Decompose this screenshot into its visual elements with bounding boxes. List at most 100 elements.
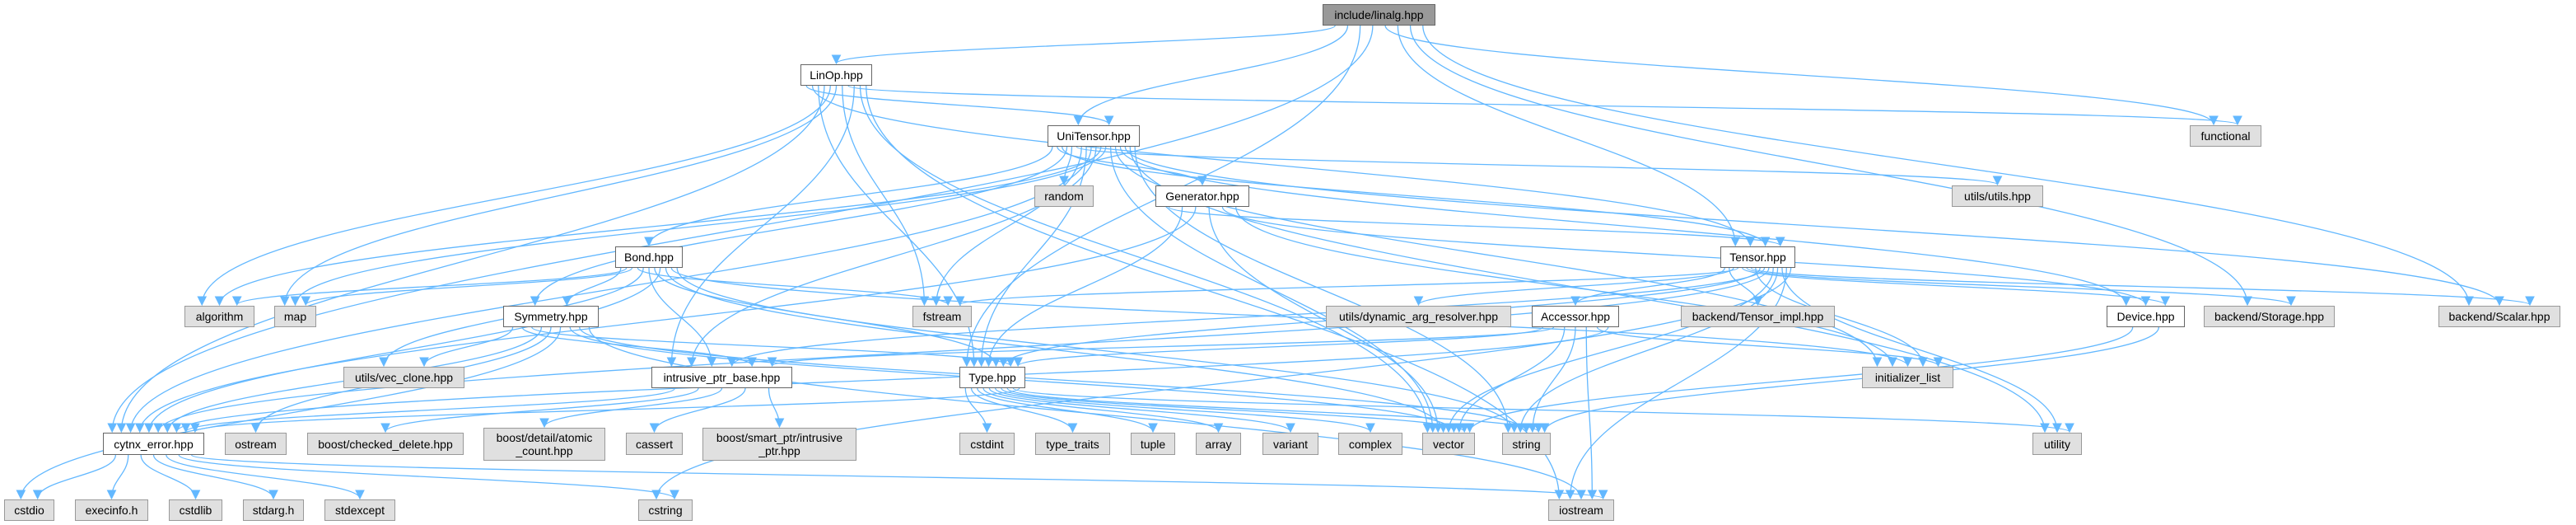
edge-Symmetry-to-cstdio: [16, 326, 562, 500]
node-stdexcept[interactable]: stdexcept: [324, 499, 395, 521]
node-Accessor[interactable]: Accessor.hpp: [1532, 306, 1619, 327]
edge-Type-to-type_traits: [970, 387, 1078, 434]
node-Device[interactable]: Device.hpp: [2107, 306, 2185, 327]
node-Scalar[interactable]: backend/Scalar.hpp: [2438, 306, 2560, 327]
edge-linalg-to-cytnx_error: [107, 25, 1374, 434]
edge-linalg-to-Storage: [1409, 25, 2252, 307]
edge-Bond-to-map: [301, 267, 633, 307]
node-variant[interactable]: variant: [1262, 433, 1318, 455]
edge-Tensor-to-Tensor_impl: [1729, 267, 1763, 307]
edge-cytnx_error-to-iostream: [190, 454, 1608, 500]
edge-Type-to-cstdint: [964, 387, 992, 434]
edge-Tensor-to-dyn_arg: [1413, 267, 1734, 307]
edge-intrusive-to-checked_delete: [380, 387, 699, 434]
edge-UniTensor-to-Bond: [644, 146, 1053, 247]
edge-Type-to-utility: [1012, 387, 2074, 434]
node-cassert[interactable]: cassert: [626, 433, 683, 455]
node-Tensor-impl[interactable]: backend/Tensor_impl.hpp: [1681, 306, 1835, 327]
node-atomic-count[interactable]: boost/detail/atomic _count.hpp: [483, 428, 605, 461]
edge-Type-to-array: [982, 387, 1224, 434]
edge-Tensor-to-cytnx_error: [153, 267, 1770, 434]
node-type-traits[interactable]: type_traits: [1035, 433, 1110, 455]
edge-cytnx_error-to-cstring: [178, 454, 679, 500]
node-random[interactable]: random: [1034, 185, 1094, 207]
node-cstdio[interactable]: cstdio: [4, 499, 54, 521]
node-smart-ptr[interactable]: boost/smart_ptr/intrusive _ptr.hpp: [702, 428, 856, 461]
node-complex[interactable]: complex: [1338, 433, 1402, 455]
edge-Type-to-string: [1006, 387, 1543, 434]
edge-Accessor-to-cytnx_error: [171, 326, 1609, 434]
edge-Symmetry-to-Type: [531, 326, 1015, 368]
edge-UniTensor-to-Device: [1119, 146, 2131, 307]
node-tuple[interactable]: tuple: [1131, 433, 1175, 455]
edge-LinOp-to-vector: [859, 85, 1433, 434]
edge-Bond-to-string: [676, 267, 1519, 434]
node-iostream[interactable]: iostream: [1548, 499, 1614, 521]
node-execinfo[interactable]: execinfo.h: [75, 499, 148, 521]
node-linalg[interactable]: include/linalg.hpp: [1323, 4, 1435, 26]
edge-linalg-to-UniTensor: [1073, 25, 1349, 126]
node-ostream[interactable]: ostream: [225, 433, 287, 455]
node-Type[interactable]: Type.hpp: [959, 367, 1025, 388]
edge-UniTensor-to-random: [1059, 146, 1073, 186]
node-intrusive[interactable]: intrusive_ptr_base.hpp: [651, 367, 792, 388]
edge-Generator-to-initializer_list: [1235, 206, 1897, 368]
edge-Bond-to-intrusive: [648, 267, 717, 368]
node-initializer-list[interactable]: initializer_list: [1862, 367, 1953, 388]
edge-cytnx_error-to-stdexcept: [166, 454, 365, 500]
edge-linalg-to-Scalar: [1422, 25, 2474, 307]
edge-Type-to-cytnx_error: [190, 387, 1020, 434]
edge-Accessor-to-iostream: [1585, 326, 1598, 500]
edge-cytnx_error-to-cstdlib: [140, 454, 201, 500]
edge-intrusive-to-smart_ptr: [768, 387, 785, 429]
edge-Symmetry-to-string: [579, 326, 1532, 434]
edge-UniTensor-to-algorithm: [214, 146, 1102, 307]
node-algorithm[interactable]: algorithm: [184, 306, 254, 327]
edge-Bond-to-fstream: [637, 267, 953, 307]
node-cytnx-error[interactable]: cytnx_error.hpp: [103, 433, 204, 455]
edge-Device-to-string: [1539, 326, 2159, 434]
node-cstdint[interactable]: cstdint: [959, 433, 1015, 455]
edge-linalg-to-functional: [1384, 25, 2219, 126]
edge-Accessor-to-Type: [1013, 326, 1543, 368]
node-Tensor[interactable]: Tensor.hpp: [1720, 246, 1795, 268]
node-LinOp[interactable]: LinOp.hpp: [800, 64, 872, 86]
edge-LinOp-to-algorithm: [197, 85, 831, 307]
node-utility[interactable]: utility: [2032, 433, 2082, 455]
node-utils-utils[interactable]: utils/utils.hpp: [1952, 185, 2043, 207]
edge-UniTensor-to-cytnx_error: [125, 146, 1092, 434]
edge-Accessor-to-vector: [1454, 326, 1566, 434]
edge-Type-to-complex: [994, 387, 1375, 434]
node-map[interactable]: map: [274, 306, 316, 327]
node-dyn-arg[interactable]: utils/dynamic_arg_resolver.hpp: [1326, 306, 1511, 327]
node-Generator[interactable]: Generator.hpp: [1155, 185, 1249, 207]
node-functional[interactable]: functional: [2190, 125, 2261, 147]
edge-Tensor-to-utility: [1781, 267, 2062, 434]
node-Symmetry[interactable]: Symmetry.hpp: [503, 306, 599, 327]
node-stdarg[interactable]: stdarg.h: [243, 499, 304, 521]
node-vector[interactable]: vector: [1422, 433, 1475, 455]
edge-UniTensor-to-map: [290, 146, 1107, 307]
edge-Accessor-to-string: [1528, 326, 1576, 434]
node-cstdlib[interactable]: cstdlib: [169, 499, 222, 521]
node-Bond[interactable]: Bond.hpp: [615, 246, 683, 268]
node-checked-delete[interactable]: boost/checked_delete.hpp: [307, 433, 464, 455]
edge-Generator-to-Tensor: [1168, 206, 1785, 247]
edge-Generator-to-cytnx_error: [134, 206, 1197, 434]
edge-Generator-to-vector: [1208, 206, 1444, 434]
edge-UniTensor-to-fstream: [931, 146, 1082, 307]
edge-LinOp-to-Tensor: [811, 85, 1756, 247]
edge-cytnx_error-to-cstdio: [32, 454, 117, 500]
node-Storage[interactable]: backend/Storage.hpp: [2204, 306, 2335, 327]
edge-intrusive-to-cassert: [649, 387, 746, 434]
node-array[interactable]: array: [1196, 433, 1241, 455]
edge-cytnx_error-to-execinfo: [106, 454, 129, 500]
edge-Bond-to-Symmetry: [562, 267, 622, 307]
node-vec-clone[interactable]: utils/vec_clone.hpp: [343, 367, 464, 388]
node-UniTensor[interactable]: UniTensor.hpp: [1048, 125, 1140, 147]
node-fstream[interactable]: fstream: [912, 306, 972, 327]
node-string[interactable]: string: [1502, 433, 1551, 455]
node-cstring[interactable]: cstring: [638, 499, 693, 521]
edge-Accessor-to-initializer_list: [1596, 326, 1944, 368]
edge-Device-to-vector: [1464, 326, 2134, 434]
